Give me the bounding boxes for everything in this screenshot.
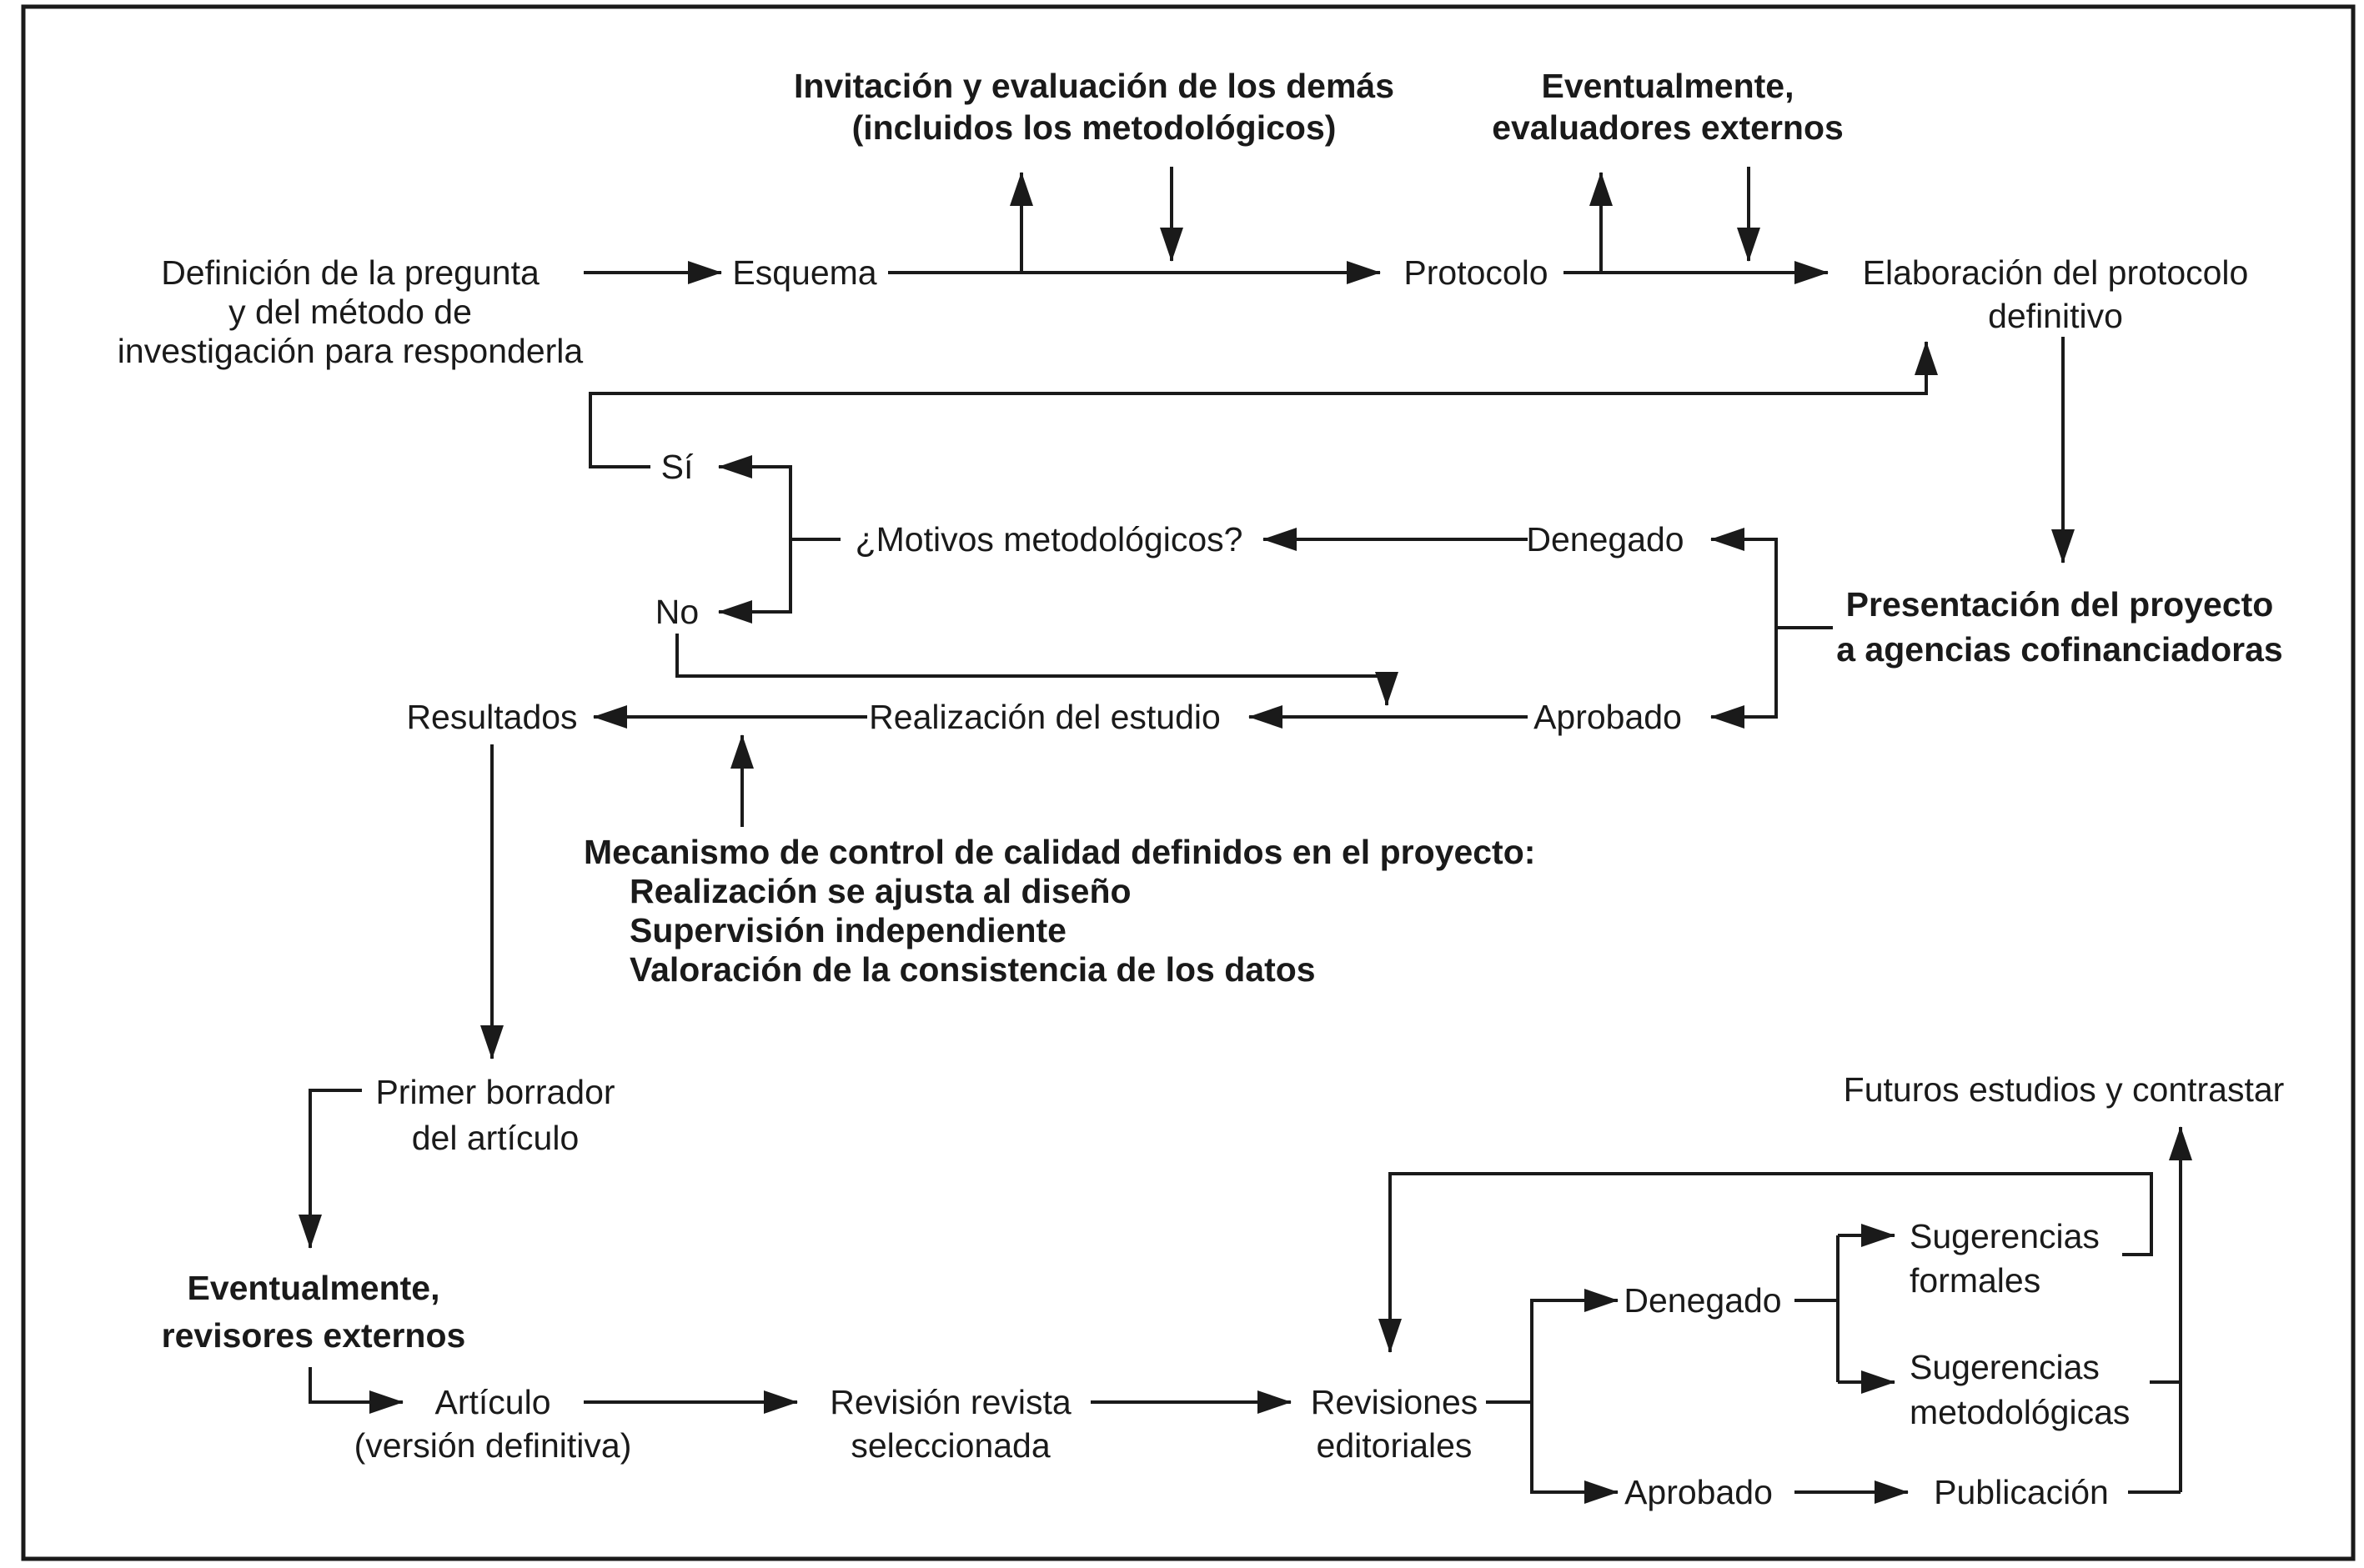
node-futuros: Futuros estudios y contrastar: [1844, 1070, 2285, 1109]
node-motivos: ¿Motivos metodológicos?: [856, 520, 1243, 559]
note-evaluadores: Eventualmente,: [1541, 67, 1794, 105]
node-revisiones: Revisiones: [1311, 1383, 1478, 1421]
note-evaluadores-line2: evaluadores externos: [1492, 108, 1844, 147]
arrow-revisores-articulo: [309, 1367, 404, 1414]
node-articulo: Artículo: [435, 1383, 551, 1421]
diagram-border: [21, 4, 2356, 1561]
node-esquema: Esquema: [732, 253, 876, 292]
node-presentacion: Presentación del proyecto: [1846, 585, 2274, 624]
node-aprobado-proyecto: Aprobado: [1533, 698, 1682, 736]
note-revisores: Eventualmente,: [187, 1269, 439, 1307]
node-definicion: Definición de la pregunta: [161, 253, 540, 292]
note-invitacion: Invitación y evaluación de los demás: [794, 67, 1394, 105]
node-articulo-line2: (versión definitiva): [354, 1426, 632, 1465]
node-revisiones-line2: editoriales: [1317, 1426, 1473, 1465]
arrow-formales-revisiones: [1378, 1172, 2153, 1353]
node-resultados: Resultados: [406, 698, 577, 736]
node-realizacion: Realización del estudio: [869, 698, 1221, 736]
node-sugerencias-metodologicas-line2: metodológicas: [1910, 1393, 2130, 1431]
node-primer-borrador-line2: del artículo: [412, 1119, 580, 1157]
node-primer-borrador: Primer borrador: [375, 1073, 615, 1111]
node-denegado-revision: Denegado: [1624, 1281, 1781, 1320]
node-elaboracion: Elaboración del protocolo: [1863, 253, 2249, 292]
note-revisores-line2: revisores externos: [162, 1316, 466, 1355]
node-protocolo: Protocolo: [1403, 253, 1548, 292]
node-sugerencias-formales: Sugerencias: [1910, 1217, 2100, 1255]
note-mecanismo-item3: Valoración de la consistencia de los dat…: [630, 950, 1316, 989]
note-invitacion-line2: (incluidos los metodológicos): [852, 108, 1337, 147]
node-revision-revista-line2: seleccionada: [851, 1426, 1051, 1465]
node-denegado-proyecto: Denegado: [1526, 520, 1684, 559]
node-publicacion: Publicación: [1934, 1473, 2109, 1511]
node-presentacion-line2: a agencias cofinanciadoras: [1836, 630, 2283, 669]
note-mecanismo-item1: Realización se ajusta al diseño: [630, 872, 1132, 910]
arrow-no-realizacion: [675, 634, 1398, 706]
label-no: No: [655, 593, 699, 631]
node-aprobado-revision: Aprobado: [1624, 1473, 1773, 1511]
note-mecanismo-item2: Supervisión independiente: [630, 911, 1067, 949]
note-mecanismo: Mecanismo de control de calidad definido…: [584, 833, 1535, 871]
arrow-primerborrador-revisores: [299, 1089, 362, 1249]
arrow-si-elaboracion: [589, 341, 1938, 468]
node-sugerencias-metodologicas: Sugerencias: [1910, 1348, 2100, 1386]
node-definicion-line2: y del método de: [228, 293, 472, 331]
node-sugerencias-formales-line2: formales: [1910, 1261, 2040, 1300]
node-definicion-line3: investigación para responderla: [118, 332, 584, 370]
node-elaboracion-line2: definitivo: [1988, 297, 2123, 335]
label-si: Sí: [661, 448, 694, 486]
node-revision-revista: Revisión revista: [830, 1383, 1072, 1421]
